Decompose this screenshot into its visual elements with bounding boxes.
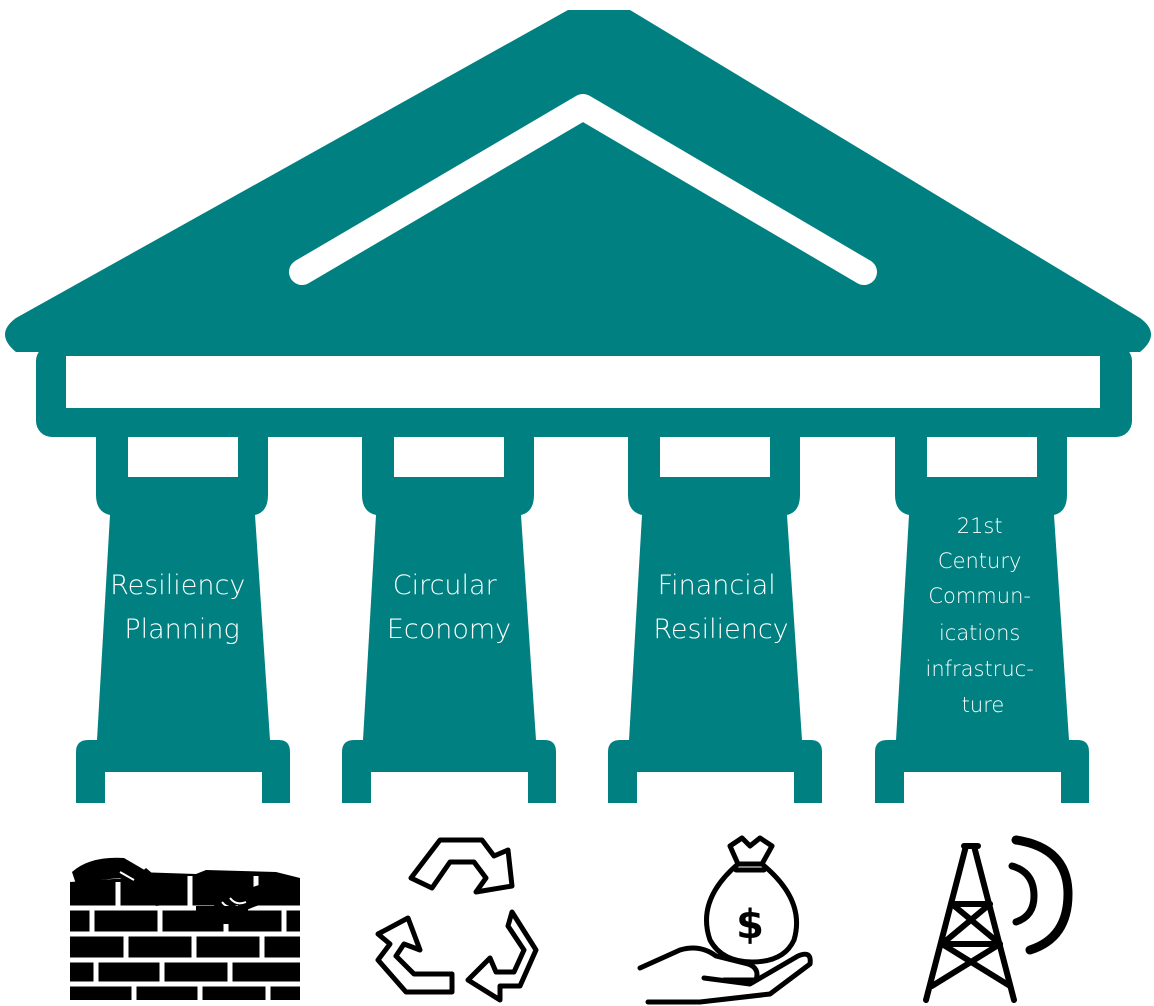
svg-text:Financial Resiliency: Financial Resiliency (653, 570, 788, 645)
pillar-3: Financial Resiliency (608, 437, 822, 803)
pillars-group: Resiliency Planning Circular Economy Fin… (76, 437, 1089, 803)
bricklaying-hands-icon (70, 857, 300, 1000)
svg-text:Resiliency Planning: Resiliency Planning (110, 570, 254, 645)
pillar-4: 21st Century Commun- ications infrastruc… (875, 437, 1089, 803)
pillar-1: Resiliency Planning (76, 437, 290, 803)
svg-text:Circular Economy: Circular Economy (387, 570, 511, 645)
pillar-shape (875, 437, 1089, 803)
pillar-2-label-line-1: Circular (393, 570, 498, 601)
svg-text:$: $ (736, 902, 764, 948)
pillar-shape (76, 437, 290, 803)
roof-chevron (289, 94, 877, 285)
pillar-4-label-line-5: infrastruc- (926, 657, 1034, 681)
pillar-3-label-line-2: Resiliency (653, 614, 788, 645)
pillar-shape (342, 437, 556, 803)
pillar-1-label-line-2: Planning (124, 614, 239, 645)
capital-window (394, 437, 504, 477)
capital-window (128, 437, 238, 477)
radio-tower-icon (923, 835, 1073, 1003)
beam-inner (66, 356, 1100, 408)
svg-text:21st Century C: 21st Century Commun- ications infrastruc… (926, 514, 1041, 717)
pillar-4-label-line-3: Commun- (928, 584, 1031, 608)
pillar-2: Circular Economy (342, 437, 556, 803)
pillar-4-label-line-1: 21st (957, 514, 1003, 538)
recycle-icon (375, 837, 539, 1003)
pillar-1-label-line-1: Resiliency (110, 570, 245, 601)
capital-window (927, 437, 1037, 477)
money-bag-hand-icon: $ (637, 835, 813, 1005)
temple-beam (36, 345, 1132, 437)
roof-pediment (5, 10, 1151, 352)
capital-window (660, 437, 770, 477)
pillar-shape (608, 437, 822, 803)
pillar-3-label-line-1: Financial (658, 570, 776, 601)
pillar-4-label-line-6: ture (962, 693, 1005, 717)
temple-roof (5, 10, 1151, 352)
pillar-2-label-line-2: Economy (387, 614, 511, 645)
pillar-4-label-line-4: ications (939, 621, 1020, 645)
pillar-4-label-line-2: Century (938, 549, 1022, 573)
